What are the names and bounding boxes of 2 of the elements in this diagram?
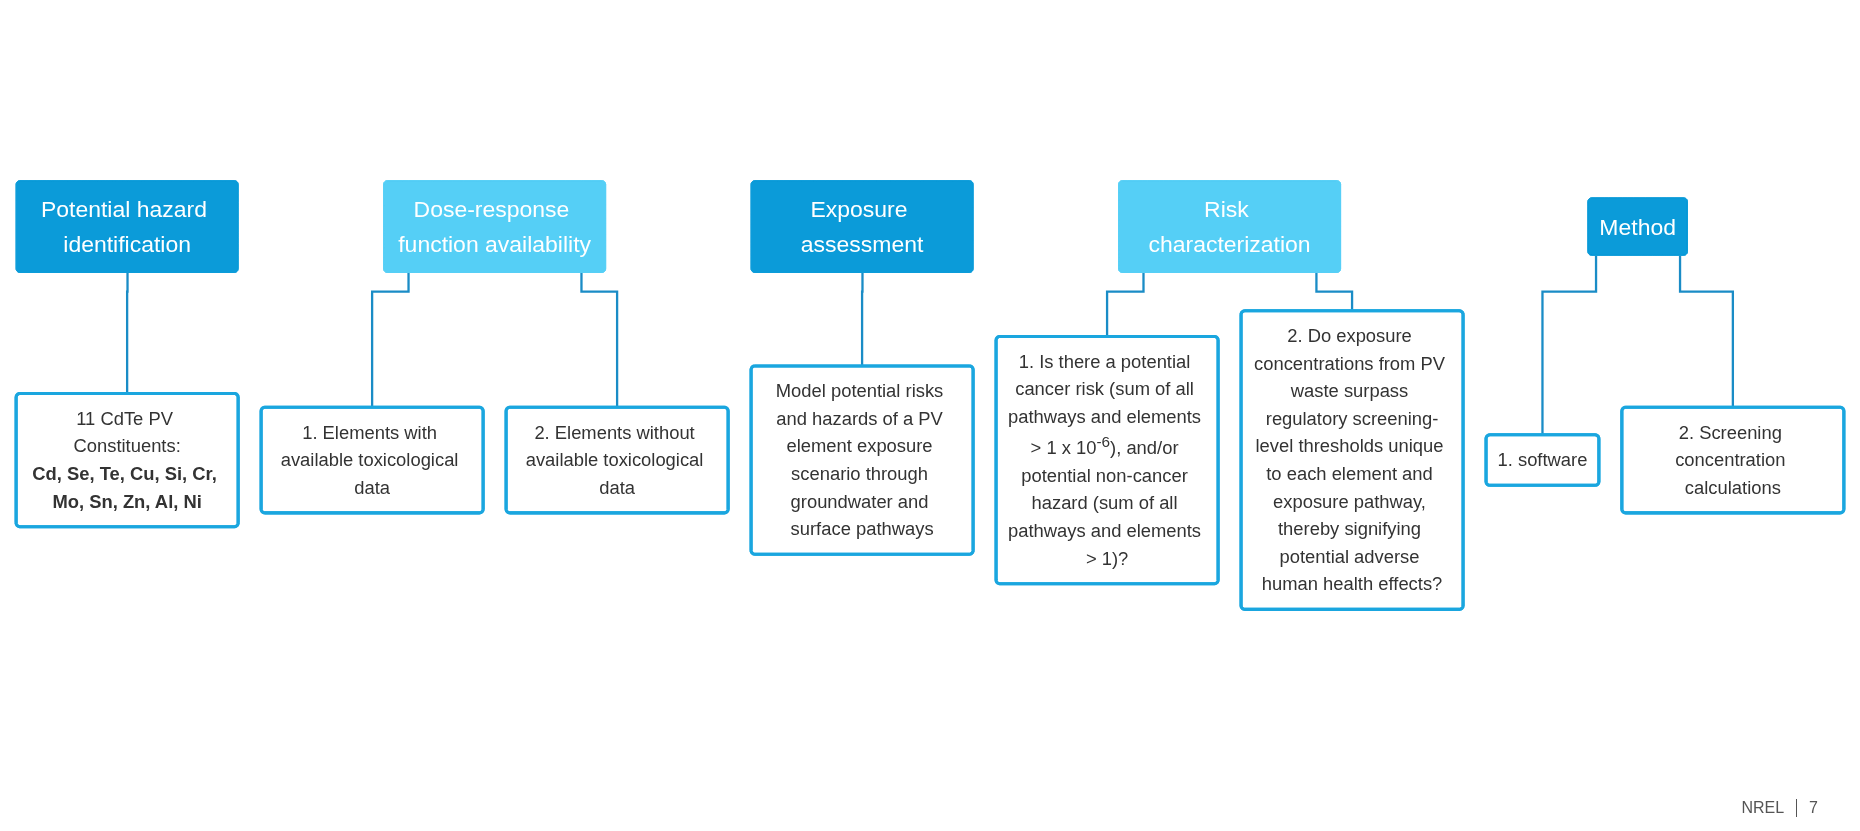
footer-text: NREL — [1740, 799, 1786, 817]
footer-text: 7 — [1796, 799, 1830, 817]
